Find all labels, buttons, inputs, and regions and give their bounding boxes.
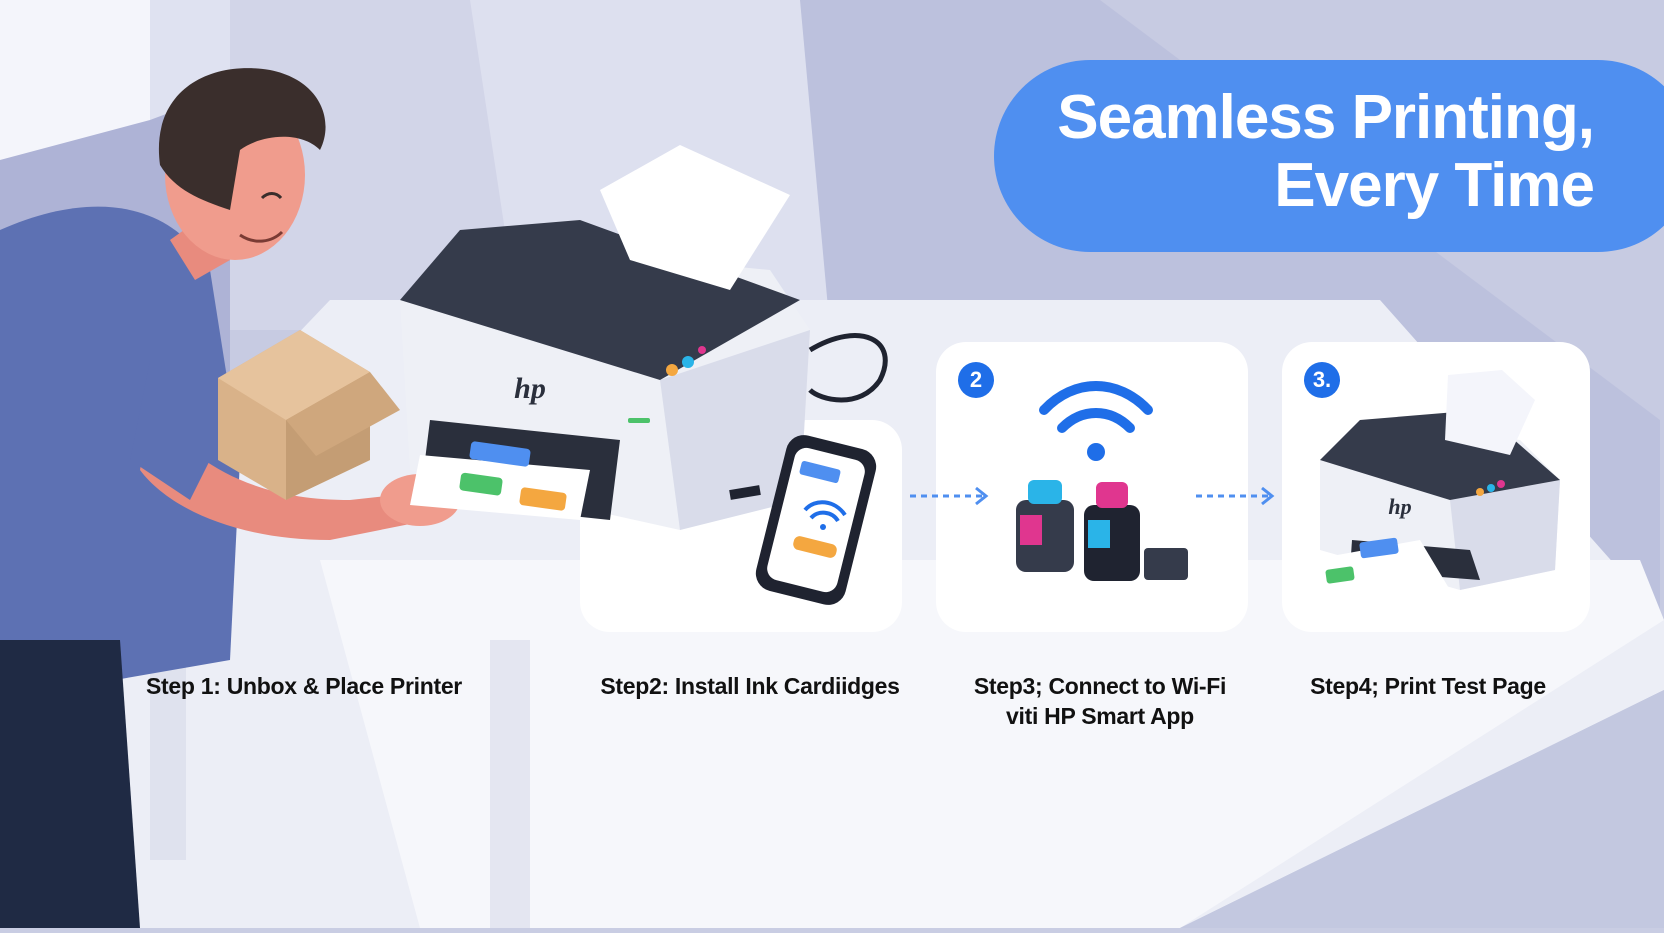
- step-2-label: Step2: Install Ink Cardiidges: [600, 673, 900, 699]
- title-banner: [994, 60, 1664, 252]
- cardboard-box-icon: [218, 330, 400, 500]
- title-line-1: Seamless Printing,: [1057, 83, 1595, 152]
- dashed-arrow-icon: [910, 486, 1275, 506]
- step-3-label: Step3; Connect to Wi-Fi viti HP Smart Ap…: [930, 671, 1270, 731]
- title-line-2: Every Time: [1274, 151, 1595, 220]
- table-leg: [490, 640, 530, 928]
- step-badge-2: 2: [958, 362, 994, 398]
- hp-logo-main: hp: [514, 372, 546, 405]
- window-light: [0, 0, 150, 160]
- page-title: Seamless Printing, Every Time: [1010, 83, 1595, 220]
- wifi-icon: [1039, 381, 1153, 461]
- person-figure: [0, 68, 460, 928]
- step-4-label: Step4; Print Test Page: [1310, 673, 1546, 699]
- step-3-label-line-2: viti HP Smart App: [1006, 703, 1194, 729]
- step-1-label: Step 1: Unbox & Place Printer: [146, 673, 462, 699]
- step-badge-3: 3.: [1304, 362, 1340, 398]
- main-printer-icon: hp: [400, 145, 888, 530]
- ink-bottle-icon: [1016, 480, 1188, 581]
- printer-icon: hp: [1310, 370, 1560, 605]
- smartphone-icon: [755, 435, 877, 605]
- hp-logo-small: hp: [1388, 494, 1411, 519]
- step-3-label-line-1: Step3; Connect to Wi-Fi: [973, 673, 1227, 699]
